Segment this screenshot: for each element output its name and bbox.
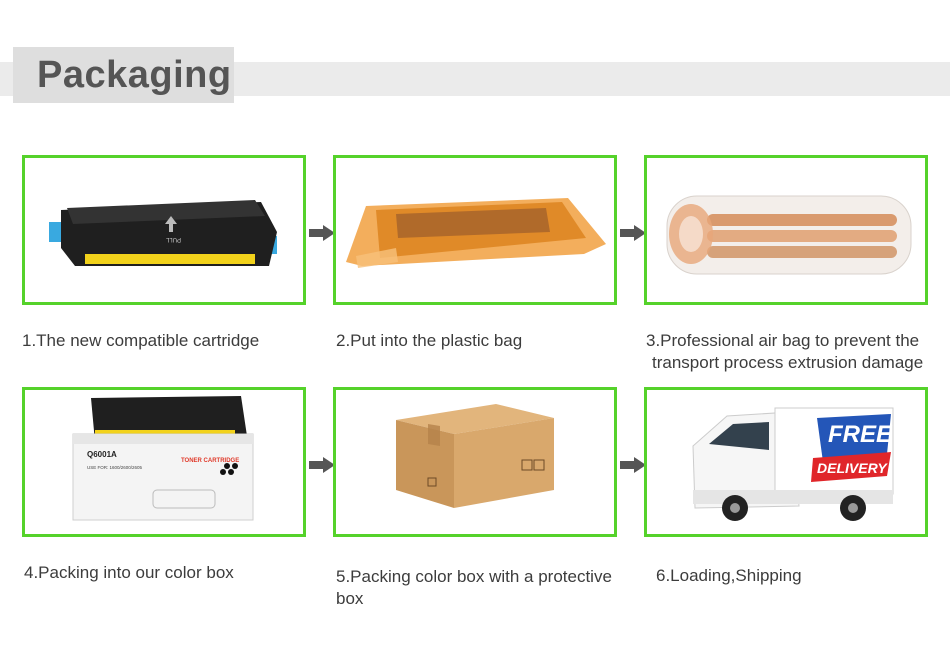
step-2-frame: [333, 155, 617, 305]
step-3-caption-line1: 3.Professional air bag to prevent the: [646, 331, 920, 350]
step-2-caption: 2.Put into the plastic bag: [336, 331, 523, 350]
step-4-frame: Q6001A USE FOR: 1600/2600/2605 TONER CAR…: [22, 387, 306, 537]
step-5-caption-line1: 5.Packing color box with a protective: [336, 567, 612, 586]
truck-free-text: FREE: [828, 421, 893, 448]
arrow-right-icon: [309, 457, 335, 473]
step-6-caption: 6.Loading,Shipping: [656, 566, 802, 585]
page-title: Packaging: [37, 54, 232, 96]
step-3-caption-line2: transport process extrusion damage: [652, 353, 924, 372]
arrow-right-icon: [309, 225, 335, 241]
arrow-right-icon: [620, 225, 646, 241]
header-tab: [13, 47, 234, 103]
box-brand-label: TONER CARTRIDGE: [181, 458, 239, 464]
arrow-right-icon: [620, 457, 646, 473]
pull-label: PULL: [165, 236, 181, 242]
delivery-truck-image: FREE DELIVERY: [692, 407, 894, 521]
truck-delivery-text: DELIVERY: [817, 460, 888, 476]
step-1-caption: 1.The new compatible cartridge: [22, 331, 260, 350]
color-box-image: Q6001A USE FOR: 1600/2600/2605 TONER CAR…: [72, 396, 254, 521]
step-6-frame: FREE DELIVERY: [644, 387, 928, 537]
step-5-frame: [333, 387, 617, 537]
step-3-frame: [644, 155, 928, 305]
toner-cartridge-image: PULL: [49, 200, 277, 266]
step-4-caption: 4.Packing into our color box: [24, 563, 234, 582]
box-use-for-label: USE FOR: 1600/2600/2605: [87, 465, 143, 470]
box-model-label: Q6001A: [87, 450, 117, 459]
plastic-bag-image: [346, 198, 606, 268]
air-bag-image: [666, 195, 912, 275]
cardboard-box-image: [396, 404, 554, 508]
step-5-caption-line2: box: [336, 589, 364, 608]
step-1-frame: PULL: [22, 155, 306, 305]
